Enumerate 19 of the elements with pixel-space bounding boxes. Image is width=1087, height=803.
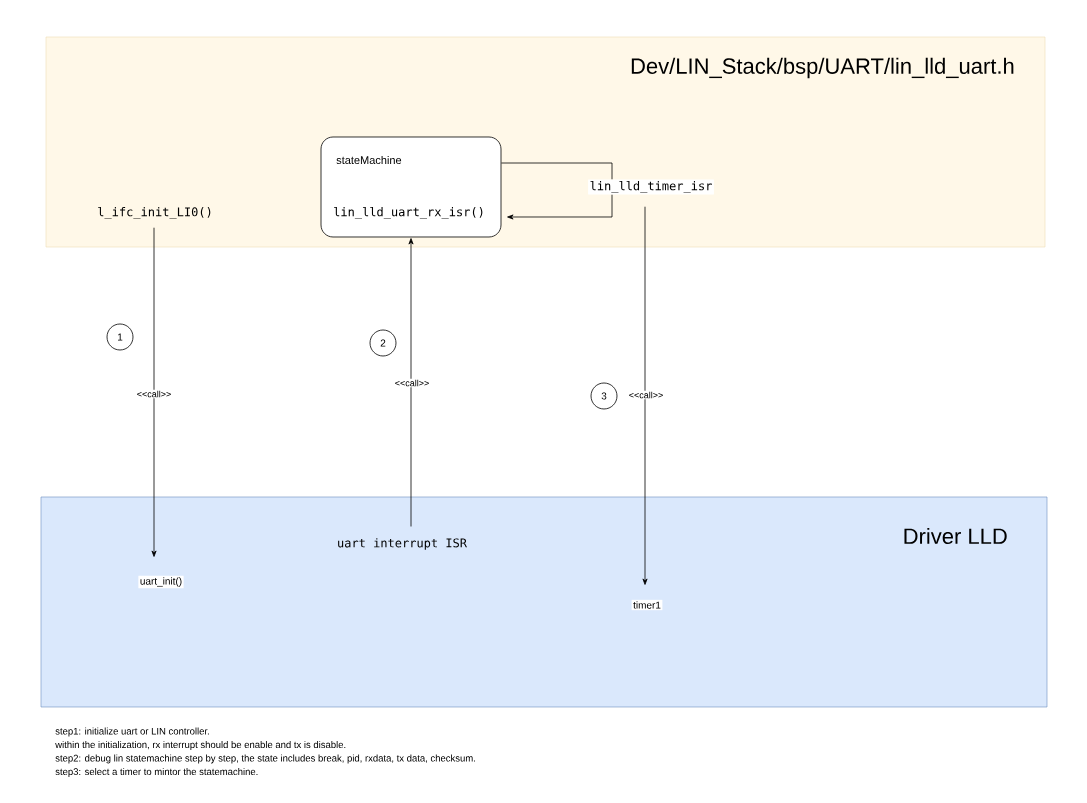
state-box: stateMachine lin_lld_uart_rx_isr() xyxy=(320,136,502,238)
function-name: lin_lld_timer_isr xyxy=(588,179,714,195)
arrow xyxy=(151,227,157,557)
note-text: within the initialization, rx interrupt should be enable and tx is disable. xyxy=(55,741,346,750)
edge-label: <<call>> xyxy=(135,389,173,399)
step-number: 1 xyxy=(106,323,134,351)
arrow xyxy=(507,194,613,220)
function-name: uart interrupt ISR xyxy=(338,538,467,550)
arrow xyxy=(408,238,414,527)
edge-label: <<call>> xyxy=(627,390,665,400)
function-name: timer1 xyxy=(631,599,663,611)
arrow xyxy=(642,206,648,585)
edge-label: <<call>> xyxy=(393,378,431,388)
note-text: step3: select a timer to mintor the statemachine. xyxy=(55,768,258,777)
step-number: 3 xyxy=(590,382,618,410)
note-text: step1: initialize uart or LIN controller. xyxy=(55,727,209,737)
step-number: 2 xyxy=(369,329,397,357)
function-name: l_ifc_init_LI0() xyxy=(98,207,211,219)
note-text: step2: debug lin statemachine step by step, the state includes break, pid, rxdata, tx data, checksum. xyxy=(55,754,475,764)
